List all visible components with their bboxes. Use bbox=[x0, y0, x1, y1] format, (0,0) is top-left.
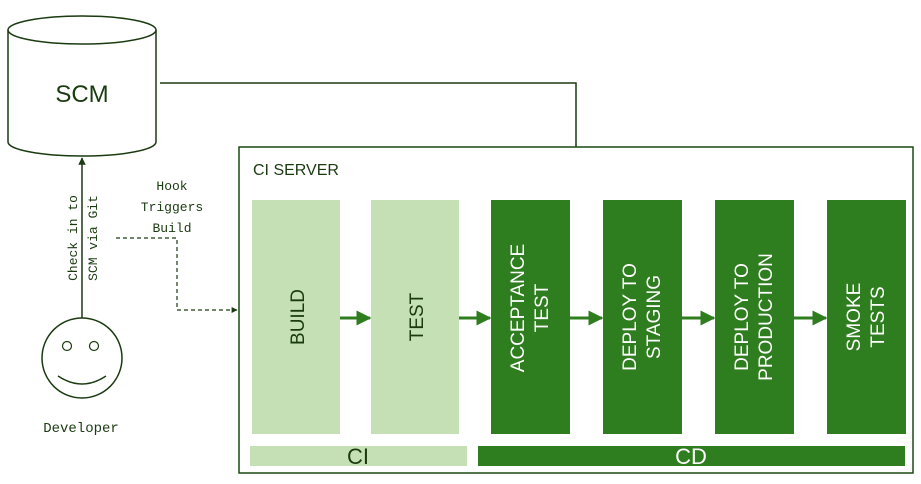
stage-production-label-1: DEPLOY TO bbox=[732, 263, 753, 371]
developer-label: Developer bbox=[43, 421, 119, 437]
hook-label-3: Build bbox=[152, 221, 191, 236]
stage-acceptance-label-1: ACCEPTANCE bbox=[508, 244, 529, 372]
checkin-label-1: Check in to bbox=[66, 195, 81, 281]
hook-dashed-arrow-icon bbox=[116, 237, 238, 313]
stage-acceptance-label-2: TEST bbox=[532, 283, 553, 332]
developer-smiley-icon bbox=[41, 317, 123, 399]
stage-smoke-label-2: TESTS bbox=[868, 286, 889, 347]
stage-build bbox=[252, 200, 340, 434]
phase-ci-bar bbox=[250, 446, 467, 466]
hook-label-2: Triggers bbox=[141, 200, 203, 215]
stage-staging-label-2: STAGING bbox=[644, 275, 665, 359]
stage-production-label-2: PRODUCTION bbox=[756, 253, 777, 381]
scm-database-icon bbox=[7, 15, 157, 157]
stage-test bbox=[371, 200, 459, 434]
stage-acceptance-test bbox=[491, 200, 570, 434]
scm-ci-connector bbox=[160, 82, 577, 147]
ci-server-label: CI SERVER bbox=[253, 162, 339, 179]
hook-label-1: Hook bbox=[156, 179, 187, 194]
scm-label: SCM bbox=[55, 81, 108, 108]
ci-server-box bbox=[238, 146, 914, 474]
stage-smoke-label-1: SMOKE bbox=[844, 283, 865, 352]
stage-staging-label-1: DEPLOY TO bbox=[620, 263, 641, 371]
stage-deploy-production bbox=[715, 200, 794, 434]
phase-ci-label: CI bbox=[347, 444, 369, 469]
phase-cd-label: CD bbox=[675, 444, 707, 469]
checkin-label-2: SCM via Git bbox=[86, 195, 101, 281]
stage-build-label: BUILD bbox=[288, 289, 309, 345]
phase-cd-bar bbox=[478, 446, 905, 466]
stage-deploy-staging bbox=[603, 200, 682, 434]
stage-smoke-tests bbox=[827, 200, 906, 434]
stage-test-label: TEST bbox=[407, 292, 428, 341]
